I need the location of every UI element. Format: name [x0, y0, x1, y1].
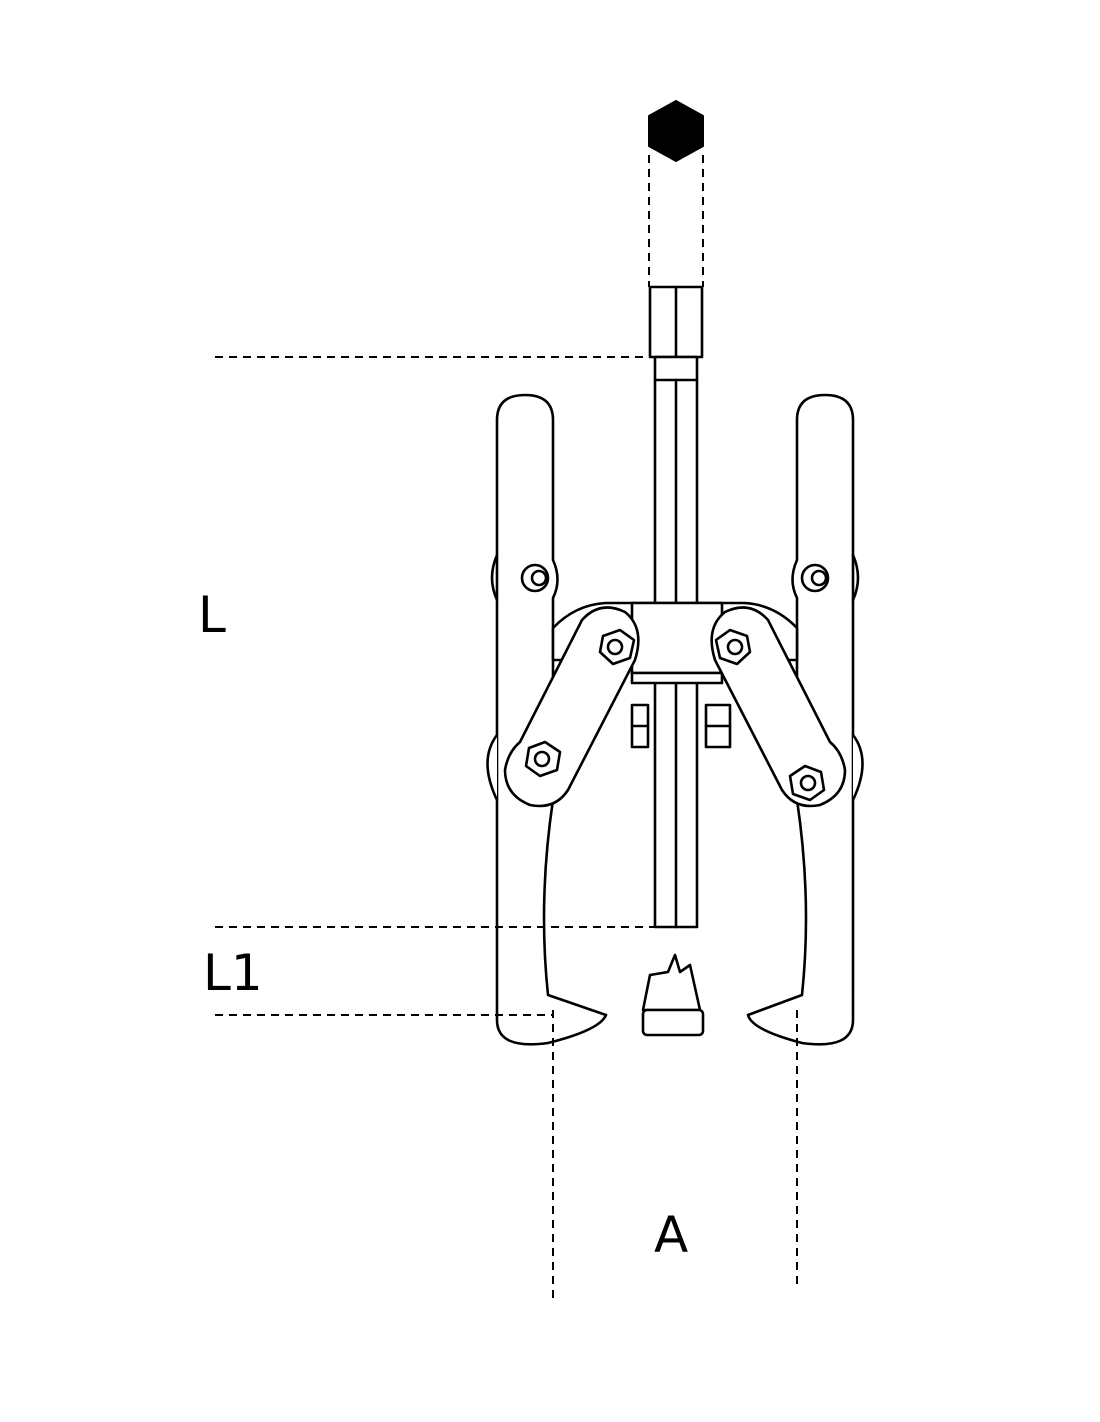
hex-head-icon: [648, 99, 704, 163]
left-link: [503, 606, 640, 808]
rod-lower-block: [630, 671, 732, 749]
dimension-label-L1: L1: [203, 944, 263, 1002]
screw-tip: [641, 953, 705, 1037]
right-link: [710, 606, 847, 808]
dimension-label-A: A: [654, 1206, 688, 1264]
dimension-label-L: L: [198, 586, 226, 644]
screw-nut: [648, 285, 704, 359]
